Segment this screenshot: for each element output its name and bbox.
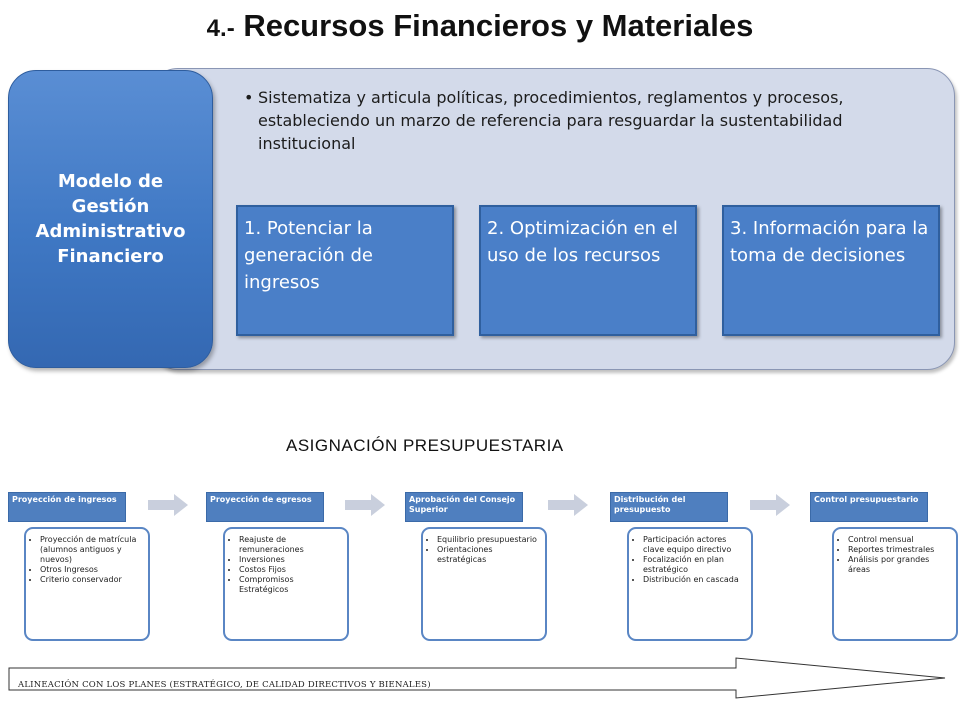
step-item: Equilibrio presupuestario (437, 535, 541, 545)
step-arrow-icon (750, 494, 790, 516)
step-item: Compromisos Estratégicos (239, 575, 343, 595)
model-label-box: Modelo de Gestión Administrativo Financi… (8, 70, 213, 368)
step-header: Aprobación del Consejo Superior (405, 492, 523, 522)
model-label: Modelo de Gestión Administrativo Financi… (35, 171, 186, 267)
step-item: Inversiones (239, 555, 343, 565)
step-item: Participación actores clave equipo direc… (643, 535, 747, 555)
step-item: Orientaciones estratégicas (437, 545, 541, 565)
step-body: Reajuste de remuneraciones Inversiones C… (223, 527, 349, 641)
objective-box: 3. Información para la toma de decisione… (722, 205, 940, 336)
objective-box: 2. Optimización en el uso de los recurso… (479, 205, 697, 336)
description-text: Sistematiza y articula políticas, proced… (258, 88, 844, 153)
step-item: Distribución en cascada (643, 575, 747, 585)
step-body: Equilibrio presupuestario Orientaciones … (421, 527, 547, 641)
alignment-label: ALINEACIÓN CON LOS PLANES (ESTRATÉGICO, … (18, 680, 431, 690)
objective-text: 1. Potenciar la generación de ingresos (244, 218, 373, 293)
budget-title: ASIGNACIÓN PRESUPUESTARIA (286, 436, 564, 455)
step-arrow-icon (148, 494, 188, 516)
bullet-dot-icon: • (244, 88, 254, 107)
title-number: 4.- (206, 15, 235, 42)
step-item: Costos Fijos (239, 565, 343, 575)
step-header: Distribución del presupuesto (610, 492, 728, 522)
objective-text: 3. Información para la toma de decisione… (730, 218, 929, 266)
step-item: Otros Ingresos (40, 565, 144, 575)
step-item: Reportes trimestrales (848, 545, 952, 555)
model-description: •Sistematiza y articula políticas, proce… (244, 86, 918, 155)
step-item: Proyección de matrícula (alumnos antiguo… (40, 535, 144, 565)
step-header: Proyección de egresos (206, 492, 324, 522)
alignment-arrow-icon (8, 657, 946, 699)
step-item: Control mensual (848, 535, 952, 545)
step-item: Focalización en plan estratégico (643, 555, 747, 575)
step-header: Control presupuestario (810, 492, 928, 522)
step-body: Control mensual Reportes trimestrales An… (832, 527, 958, 641)
step-item: Análisis por grandes áreas (848, 555, 952, 575)
page-title: 4.- Recursos Financieros y Materiales (0, 8, 960, 44)
title-text: Recursos Financieros y Materiales (243, 8, 754, 43)
step-item: Criterio conservador (40, 575, 144, 585)
objective-box: 1. Potenciar la generación de ingresos (236, 205, 454, 336)
objective-text: 2. Optimización en el uso de los recurso… (487, 218, 678, 266)
step-arrow-icon (548, 494, 588, 516)
step-body: Participación actores clave equipo direc… (627, 527, 753, 641)
step-item: Reajuste de remuneraciones (239, 535, 343, 555)
step-header: Proyección de ingresos (8, 492, 126, 522)
step-body: Proyección de matrícula (alumnos antiguo… (24, 527, 150, 641)
step-arrow-icon (345, 494, 385, 516)
